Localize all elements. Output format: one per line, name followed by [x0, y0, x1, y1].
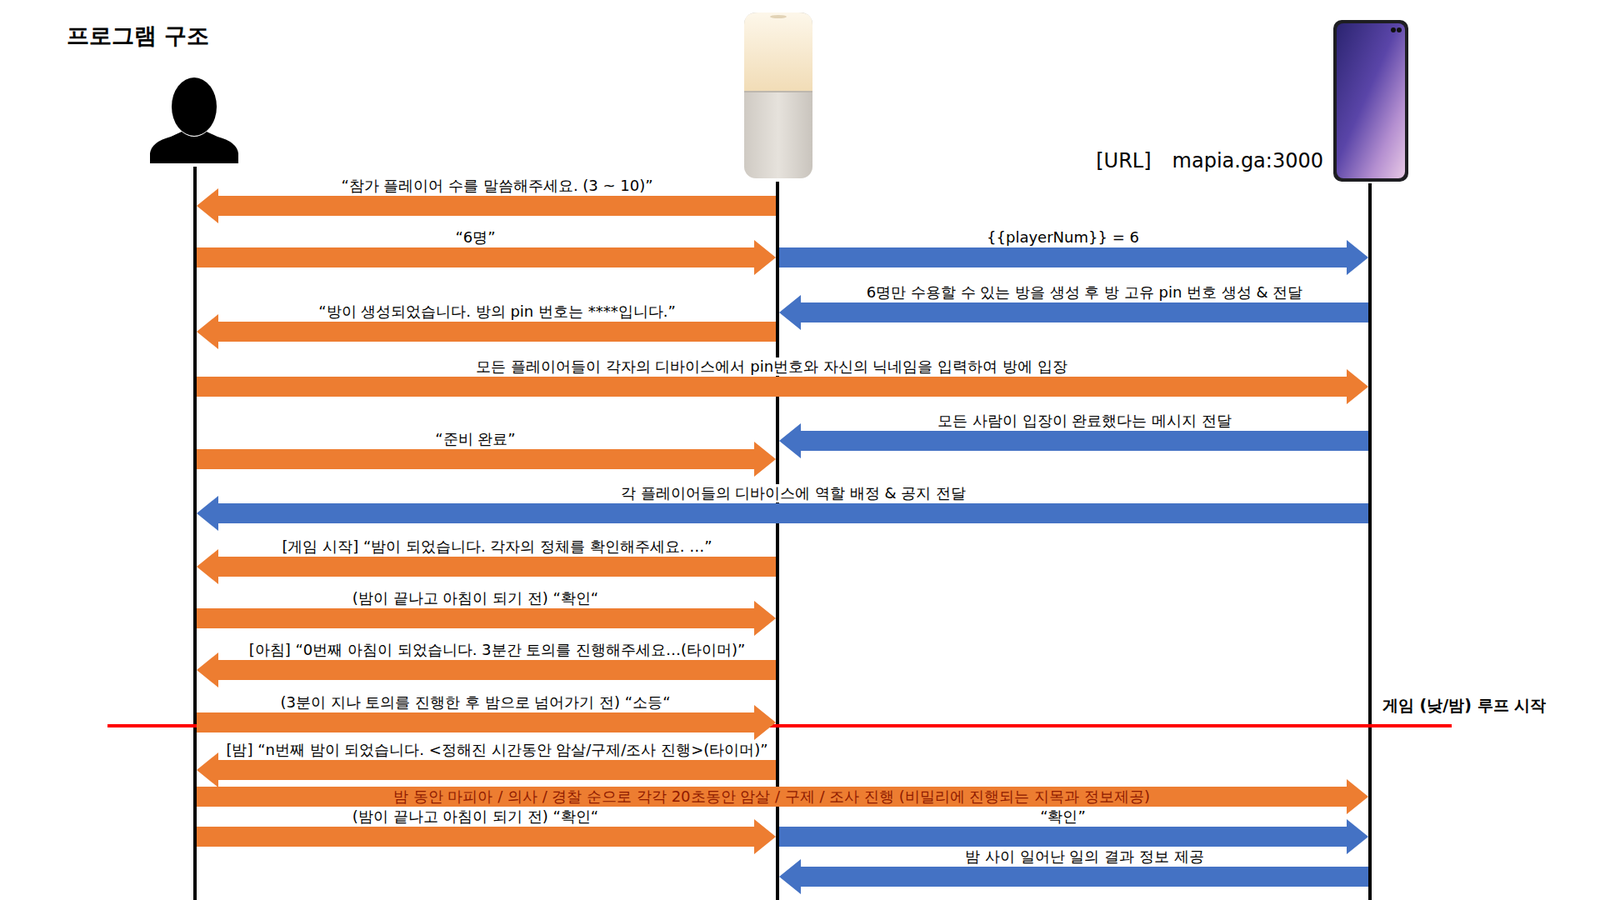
- arrow-inner-label: 밤 동안 마피아 / 의사 / 경찰 순으로 각각 20초동안 암살 / 구제 …: [390, 787, 1153, 806]
- lifeline-column: [URL]mapia.ga:3000: [1368, 183, 1372, 900]
- arrow-label: 각 플레이어들의 디바이스에 역할 배정 & 공지 전달: [618, 484, 969, 503]
- url-text: mapia.ga:3000: [1172, 148, 1324, 174]
- url-text: [URL]: [1095, 148, 1151, 174]
- arrow-label: (3분이 지나 토의를 진행한 후 밤으로 넘어가기 전) “소등“: [278, 693, 674, 712]
- lifeline-column: [193, 166, 197, 900]
- smartphone-icon: [1333, 20, 1409, 182]
- diagram-title: 프로그램 구조: [66, 21, 210, 50]
- arrow-label: “6명”: [452, 228, 498, 247]
- arrow-label: [아침] “0번째 아침이 되었습니다. 3분간 토의를 진행해주세요…(타이머…: [246, 640, 749, 660]
- arrow-label: (밤이 끝나고 아침이 되기 전) “확인“: [350, 807, 601, 826]
- arrow-label: 밤 사이 일어난 일의 결과 정보 제공: [962, 847, 1206, 866]
- arrow-label: 6명만 수용할 수 있는 방을 생성 후 방 고유 pin 번호 생성 & 전달: [864, 283, 1306, 302]
- lifeline: [1368, 183, 1372, 900]
- arrow-label: [게임 시작] “밤이 되었습니다. 각자의 정체를 확인해주세요. …”: [279, 537, 715, 556]
- smart-speaker-icon: [744, 12, 813, 179]
- arrow-label: [밤] “n번째 밤이 되었습니다. <정해진 시간동안 암살/구제/조사 진행…: [223, 740, 770, 760]
- loop-label: 게임 (낮/밤) 루프 시작: [1382, 694, 1546, 716]
- arrow-label: 모든 플레이어들이 각자의 디바이스에서 pin번호와 자신의 닉네임을 입력하…: [473, 357, 1070, 376]
- arrow-label: “방이 생성되었습니다. 방의 pin 번호는 ****입니다.”: [315, 302, 679, 321]
- arrow-label: “확인”: [1037, 807, 1089, 826]
- arrow-label: (밤이 끝나고 아침이 되기 전) “확인“: [350, 589, 601, 608]
- arrow-label: “참가 플레이어 수를 말씀해주세요. (3 ~ 10)”: [338, 176, 655, 195]
- url-caption: [URL] mapia.ga:3000: [1095, 148, 1324, 174]
- lifeline: [193, 166, 197, 900]
- arrow-label: {{playerNum}} = 6: [984, 228, 1142, 247]
- arrow-label: “준비 완료”: [432, 430, 518, 449]
- arrow-label: 모든 사람이 입장이 완료했다는 메시지 전달: [935, 411, 1235, 430]
- user-icon: [150, 77, 239, 164]
